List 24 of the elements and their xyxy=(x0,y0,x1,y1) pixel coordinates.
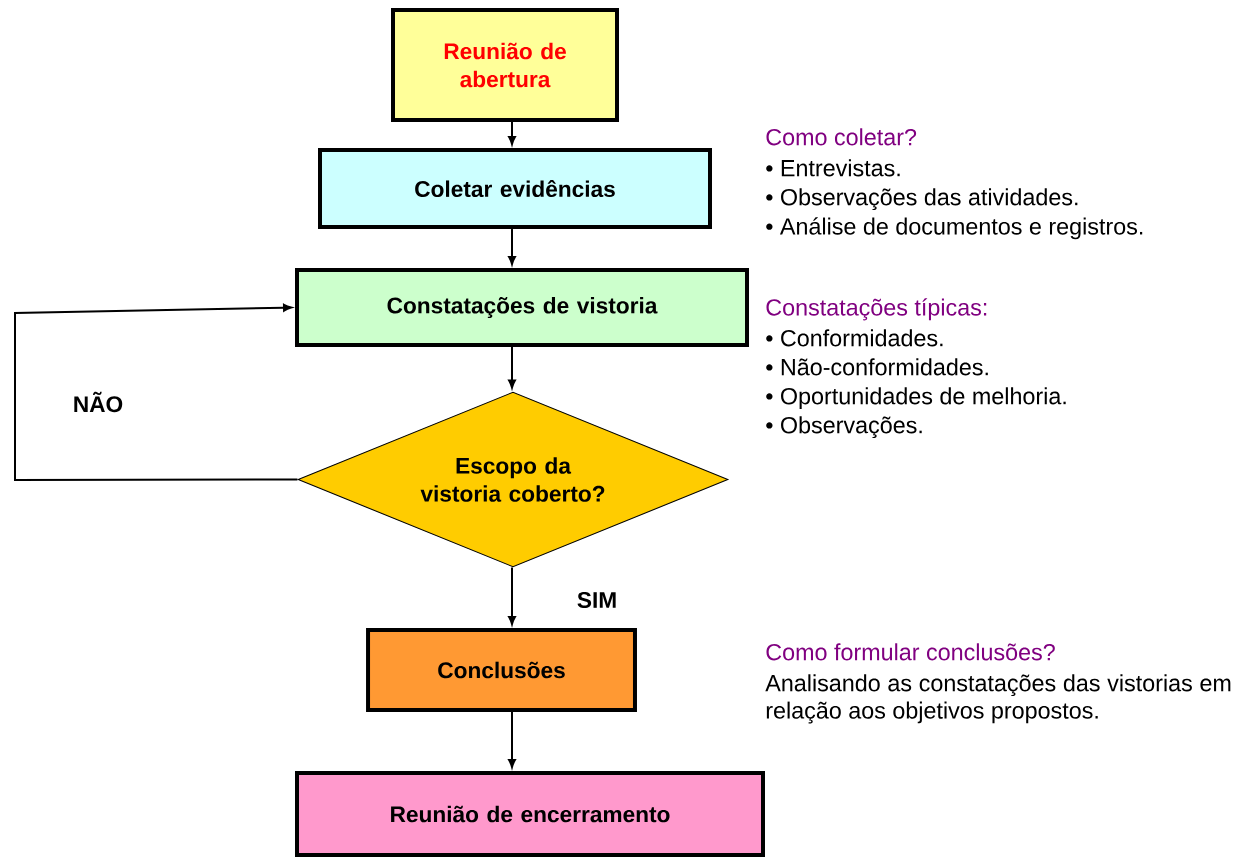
note-text: • Conformidades. xyxy=(766,329,943,347)
edge-label: SIM xyxy=(575,590,619,610)
note-text: • Análise de documentos e registros. xyxy=(766,217,1143,240)
note-text: • Não-conformidades. xyxy=(766,358,988,376)
arrow xyxy=(508,228,516,266)
loop-arrow xyxy=(14,303,299,481)
note-text: • Entrevistas. xyxy=(766,159,900,177)
arrow xyxy=(508,711,516,769)
note-text: • Observações das atividades. xyxy=(766,188,1078,211)
arrow xyxy=(508,566,516,625)
arrow xyxy=(508,121,516,145)
note-heading: Como coletar? xyxy=(766,128,917,146)
process-box: Constatações de vistoria xyxy=(295,268,749,347)
process-box: Reunião de abertura xyxy=(391,8,619,122)
note-heading: Constatações típicas: xyxy=(766,298,987,321)
note-text: • Oportunidades de melhoria. xyxy=(766,387,1066,410)
note-text: • Observações. xyxy=(766,416,922,439)
note-text: Analisando as constatações das vistorias em relação aos objetivos propostos. xyxy=(765,674,1231,724)
edge-label: NÃO xyxy=(71,390,125,414)
process-box: Coletar evidências xyxy=(318,147,712,230)
arrow xyxy=(508,345,516,389)
note-heading: Como formular conclusões? xyxy=(766,643,1055,661)
process-box: Conclusões xyxy=(366,628,637,712)
process-box: Reunião de encerramento xyxy=(295,771,765,857)
